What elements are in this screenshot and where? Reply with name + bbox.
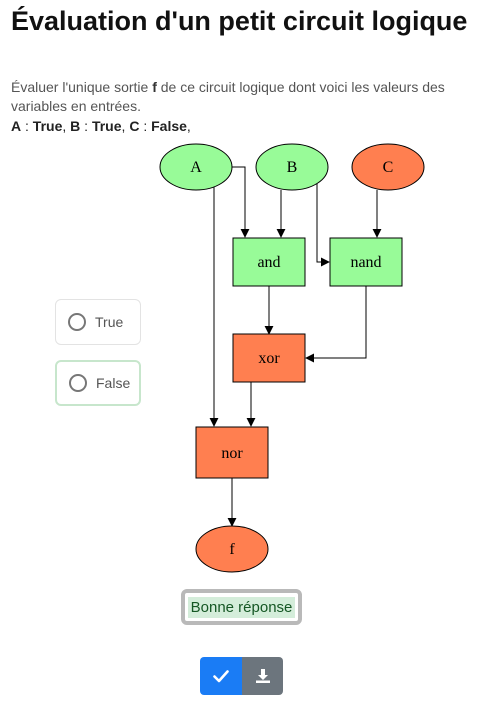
gate-nor: nor <box>195 426 269 479</box>
gate-and-label: and <box>257 254 280 271</box>
radio-true[interactable] <box>68 313 86 331</box>
circuit-edges <box>209 166 382 527</box>
answer-option-false[interactable]: False <box>55 360 141 406</box>
output-name: f <box>152 79 157 95</box>
feedback-box: Bonne réponse <box>181 589 302 625</box>
check-icon <box>213 670 229 683</box>
page-title: Évaluation d'un petit circuit logique <box>11 6 468 36</box>
node-f: f <box>195 525 269 573</box>
var-b-name: B <box>70 118 81 134</box>
instructions-text-start: Évaluer l'unique sortie <box>11 79 153 95</box>
download-button[interactable] <box>242 657 283 695</box>
validate-button[interactable] <box>200 657 242 695</box>
var-c-name: C <box>129 118 140 134</box>
edge-b-nand <box>316 182 330 267</box>
node-a: A <box>159 143 233 191</box>
feedback-text: Bonne réponse <box>187 596 296 618</box>
input-values: A : True, B : True, C : False, <box>11 118 191 134</box>
radio-false[interactable] <box>69 374 87 392</box>
var-a-value: True <box>32 118 63 134</box>
gate-xor: xor <box>232 333 306 383</box>
answer-label-true: True <box>95 314 124 330</box>
node-a-label: A <box>190 159 202 176</box>
instructions: Évaluer l'unique sortie f de ce circuit … <box>11 78 461 116</box>
node-b: B <box>255 143 329 191</box>
node-b-label: B <box>287 159 298 176</box>
answer-label-false: False <box>96 375 131 391</box>
gate-and: and <box>232 237 306 287</box>
var-a-name: A <box>11 118 22 134</box>
instructions-text-end: de ce circuit logique dont voici les val… <box>11 79 445 114</box>
edge-nand-xor <box>305 286 367 363</box>
node-c: C <box>351 143 425 191</box>
gate-nand: nand <box>329 237 403 287</box>
gate-nor-label: nor <box>221 445 243 462</box>
node-c-label: C <box>383 159 394 176</box>
node-f-label: f <box>229 541 235 558</box>
gate-nand-label: nand <box>350 254 381 271</box>
var-b-value: True <box>91 118 122 134</box>
gate-xor-label: xor <box>258 350 280 367</box>
edge-a-and <box>231 166 250 238</box>
download-icon <box>255 669 270 683</box>
var-c-value: False <box>151 118 187 134</box>
answer-option-true[interactable]: True <box>55 299 141 345</box>
